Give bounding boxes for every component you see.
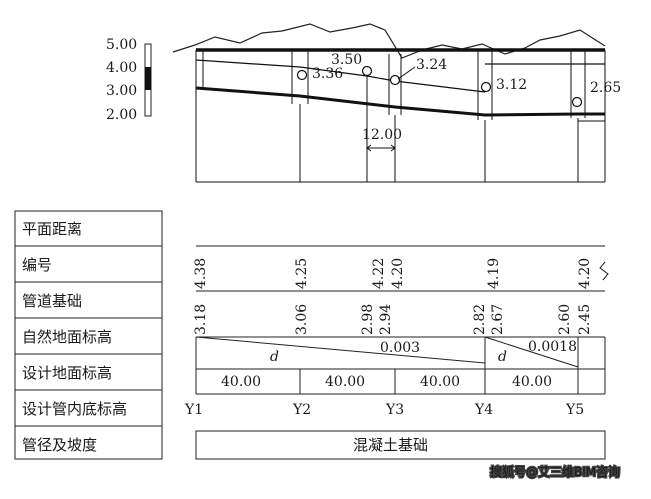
invert-elevation: 2.98 xyxy=(360,304,376,335)
pipe-diameter-symbol: d xyxy=(270,349,279,365)
ground-elevation: 4.22 xyxy=(371,258,387,289)
row-label: 管径及坡度 xyxy=(22,436,97,454)
scale-tick-label: 2.00 xyxy=(106,107,137,123)
invert-elevation: 2.45 xyxy=(577,304,593,335)
pipe-diameter-symbol: d xyxy=(498,349,507,365)
elevation-markers xyxy=(296,65,583,108)
scale-tick-label: 5.00 xyxy=(106,37,137,53)
invert-elevation-row: 3.18 3.06 2.98 2.94 2.82 2.67 2.60 2.45 xyxy=(193,304,593,335)
elevation-callout: 3.50 xyxy=(331,52,362,68)
invert-elevation: 2.94 xyxy=(378,304,394,335)
elevation-point xyxy=(480,81,492,93)
slope-row: d 0.003 d 0.0018 xyxy=(270,339,577,365)
pipe-slope: 0.0018 xyxy=(528,339,577,355)
elevation-point xyxy=(389,74,401,86)
scale-bar-fill xyxy=(145,67,151,90)
manhole-node: Y5 xyxy=(565,402,584,418)
row-label: 管道基础 xyxy=(22,292,82,310)
elevation-callout: 2.65 xyxy=(590,80,621,96)
manhole-node: Y4 xyxy=(474,402,493,418)
invert-elevation: 2.60 xyxy=(557,304,573,335)
invert-elevation: 2.67 xyxy=(490,304,506,335)
row-labels: 平面距离 编号 管道基础 自然地面标高 设计地面标高 设计管内底标高 管径及坡度 xyxy=(22,220,127,454)
watermark: 搜狐号@艾三维BIM咨询 xyxy=(490,464,620,479)
ground-elevation: 4.20 xyxy=(577,258,593,289)
ground-elevation: 4.38 xyxy=(193,258,209,289)
pipe-slope: 0.003 xyxy=(380,340,420,356)
manhole-node: Y2 xyxy=(292,402,311,418)
row-label: 设计管内底标高 xyxy=(22,400,127,418)
elevation-point xyxy=(571,96,583,108)
ground-surface-line xyxy=(172,23,606,59)
ground-elevation: 4.19 xyxy=(486,258,502,289)
distance-row: 40.00 40.00 40.00 40.00 xyxy=(221,374,552,390)
manhole-node: Y3 xyxy=(385,402,404,418)
elevation-scale: 5.00 4.00 3.00 2.00 xyxy=(106,37,152,123)
dimension-label: 12.00 xyxy=(362,127,402,143)
data-row-lines xyxy=(195,245,609,460)
row-label: 设计地面标高 xyxy=(22,364,112,382)
scale-tick-label: 4.00 xyxy=(106,60,137,76)
ground-elevation-row: 4.38 4.25 4.22 4.20 4.19 4.20 xyxy=(193,258,593,289)
ground-elevation: 4.20 xyxy=(390,258,406,289)
elevation-callouts: 3.50 3.36 3.24 3.12 2.65 12.00 xyxy=(312,52,621,143)
pipe-profile xyxy=(195,48,606,183)
row-label: 平面距离 xyxy=(22,220,82,238)
invert-elevation: 2.82 xyxy=(472,304,488,335)
invert-elevation: 3.06 xyxy=(294,304,310,335)
elevation-point xyxy=(361,65,373,77)
segment-distance: 40.00 xyxy=(221,374,261,390)
ground-elevation: 4.25 xyxy=(294,258,310,289)
scale-tick-label: 3.00 xyxy=(106,83,137,99)
elevation-point xyxy=(296,69,308,81)
segment-distance: 40.00 xyxy=(325,374,365,390)
manhole-node: Y1 xyxy=(184,402,203,418)
node-row: Y1 Y2 Y3 Y4 Y5 xyxy=(184,402,584,418)
invert-elevation: 3.18 xyxy=(193,304,209,335)
elevation-callout: 3.12 xyxy=(496,77,527,93)
segment-distance: 40.00 xyxy=(512,374,552,390)
segment-distance: 40.00 xyxy=(420,374,460,390)
row-label: 编号 xyxy=(22,256,52,274)
elevation-callout: 3.36 xyxy=(312,66,343,82)
row-label: 自然地面标高 xyxy=(22,328,112,346)
elevation-callout: 3.24 xyxy=(416,57,447,73)
foundation-label: 混凝土基础 xyxy=(353,436,428,454)
row-label-table xyxy=(14,210,163,460)
